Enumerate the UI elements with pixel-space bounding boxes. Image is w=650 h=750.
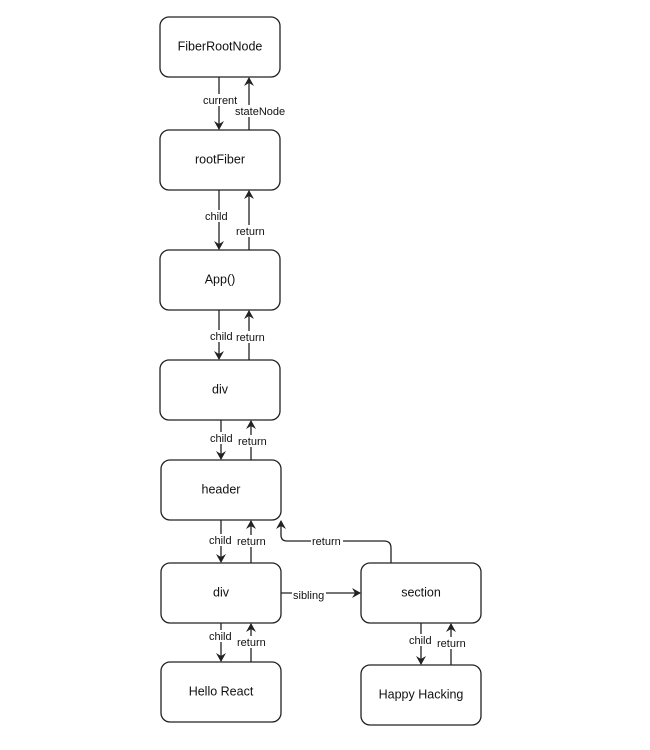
- node-label: section: [401, 585, 441, 599]
- edge-label-child: child: [210, 331, 233, 343]
- node-label: header: [202, 482, 241, 496]
- edge-label-return: return: [236, 332, 265, 344]
- edge-label-sibling: sibling: [293, 590, 324, 602]
- edge-label-child: child: [209, 631, 232, 643]
- node-div-inner[interactable]: div: [160, 562, 282, 624]
- node-happy-hacking[interactable]: Happy Hacking: [360, 664, 482, 726]
- edge-label-return: return: [238, 436, 267, 448]
- node-div-outer[interactable]: div: [159, 359, 281, 421]
- edge-label-state-node: stateNode: [235, 106, 285, 118]
- edge-label-child: child: [409, 635, 432, 647]
- node-fiber-root-node[interactable]: FiberRootNode: [159, 16, 281, 78]
- node-label: Happy Hacking: [379, 687, 464, 701]
- node-label: div: [212, 382, 229, 396]
- node-app[interactable]: App(): [159, 249, 281, 311]
- edge-label-return: return: [236, 226, 265, 238]
- node-hello-react[interactable]: Hello React: [160, 661, 282, 723]
- edge-label-return: return: [237, 637, 266, 649]
- edge-label-current: current: [203, 95, 237, 107]
- edge-label-return: return: [437, 638, 466, 650]
- edge-label-return: return: [312, 536, 341, 548]
- node-label: rootFiber: [195, 152, 245, 166]
- edge-label-child: child: [209, 535, 232, 547]
- node-root-fiber[interactable]: rootFiber: [159, 129, 281, 191]
- edge-label-child: child: [210, 433, 233, 445]
- node-label: Hello React: [189, 684, 254, 698]
- node-label: div: [213, 585, 230, 599]
- node-label: App(): [205, 272, 236, 286]
- edge-label-return: return: [237, 536, 266, 548]
- node-label: FiberRootNode: [178, 39, 263, 53]
- node-section[interactable]: section: [360, 562, 482, 624]
- edge-label-child: child: [205, 211, 228, 223]
- node-header[interactable]: header: [160, 459, 282, 521]
